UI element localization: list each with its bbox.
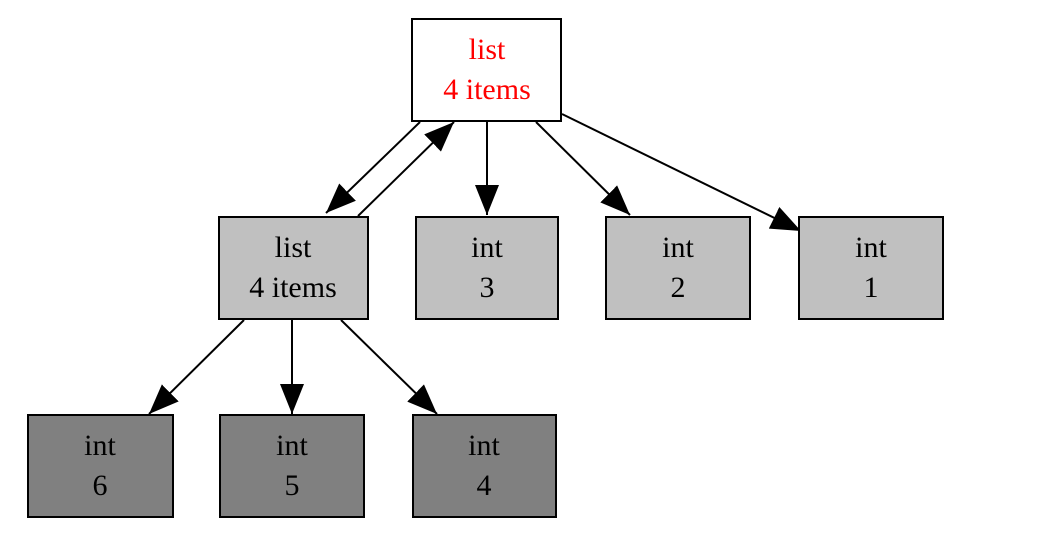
node-int-6-box: [27, 414, 174, 518]
node-int-2-type: int: [662, 231, 694, 264]
node-int-6-type: int: [84, 429, 116, 462]
node-int-3-type: int: [471, 231, 503, 264]
node-int-5-box: [219, 414, 365, 518]
node-root-count: 4 items: [443, 73, 531, 106]
node-int-5: int 5: [219, 414, 365, 518]
node-int-4-type: int: [468, 429, 500, 462]
node-int-5-type: int: [276, 429, 308, 462]
edge-inner-list-to-int6: [148, 319, 245, 415]
node-int-4-value: 4: [477, 469, 492, 502]
node-int-2: int 2: [605, 216, 751, 320]
node-int-1-type: int: [855, 231, 887, 264]
node-int-3-value: 3: [480, 271, 495, 304]
node-int-1: int 1: [798, 216, 944, 320]
node-int-2-value: 2: [671, 271, 686, 304]
node-inner-list-type: list: [275, 231, 312, 264]
edge-root-to-int1: [561, 113, 802, 232]
edges-group: [148, 113, 802, 415]
node-int-1-box: [798, 216, 944, 320]
node-int-4: int 4: [412, 414, 557, 518]
node-int-3-box: [415, 216, 559, 320]
node-int-6-value: 6: [93, 469, 108, 502]
node-inner-list: list 4 items: [218, 216, 369, 320]
edge-root-to-int2: [535, 121, 631, 216]
edge-root-to-inner-list: [325, 121, 421, 214]
node-root-list: list 4 items: [411, 18, 562, 122]
node-int-3: int 3: [415, 216, 559, 320]
node-int-6: int 6: [27, 414, 174, 518]
node-inner-list-count: 4 items: [249, 271, 337, 304]
node-int-5-value: 5: [285, 469, 300, 502]
node-int-1-value: 1: [864, 271, 879, 304]
node-int-4-box: [412, 414, 557, 518]
node-inner-list-box: [218, 216, 369, 320]
edge-inner-list-to-int4: [340, 319, 438, 415]
edge-inner-list-to-root: [357, 121, 455, 217]
node-root-box: [411, 18, 562, 122]
node-int-2-box: [605, 216, 751, 320]
node-root-type: list: [469, 33, 506, 66]
